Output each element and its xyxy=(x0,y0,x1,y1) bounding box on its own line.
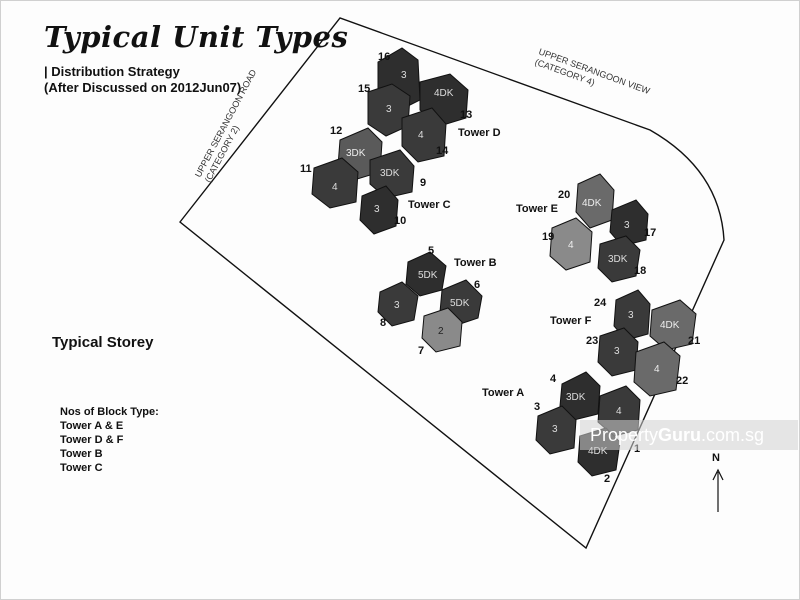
tower-a-unit-3 xyxy=(535,405,577,455)
block-number-9: 9 xyxy=(420,177,426,189)
legend-row-c: Tower C xyxy=(60,462,103,474)
unit-type-f21: 4DK xyxy=(660,320,680,331)
legend-row-b: Tower B xyxy=(60,448,103,460)
subtitle-line-1: | Distribution Strategy xyxy=(44,64,180,79)
tower-d-block xyxy=(367,47,469,163)
unit-type-c12: 3DK xyxy=(346,148,366,159)
unit-type-b7: 2 xyxy=(438,326,444,337)
tower-e-block xyxy=(549,173,649,283)
block-number-10: 10 xyxy=(394,215,406,227)
block-number-8: 8 xyxy=(380,317,386,329)
tower-e-unit-18 xyxy=(597,235,641,283)
tower-b-block xyxy=(377,251,483,353)
tower-c-unit-9 xyxy=(369,149,415,199)
unit-type-c10: 3 xyxy=(374,204,380,215)
legend-heading: Nos of Block Type: xyxy=(60,406,159,418)
unit-type-c9: 3DK xyxy=(380,168,400,179)
tower-c-unit-10 xyxy=(359,185,399,235)
unit-type-e19: 4 xyxy=(568,240,574,251)
tower-c-block xyxy=(311,127,415,235)
block-number-14: 14 xyxy=(436,145,449,157)
unit-type-f22: 4 xyxy=(654,364,660,375)
block-number-7: 7 xyxy=(418,345,424,357)
block-number-22: 22 xyxy=(676,375,688,387)
watermark-part-3: .com.sg xyxy=(701,425,765,445)
block-number-5: 5 xyxy=(428,245,434,257)
block-number-24: 24 xyxy=(594,297,607,309)
block-number-18: 18 xyxy=(634,265,646,277)
block-number-16: 16 xyxy=(378,51,390,63)
tower-e-label: Tower E xyxy=(516,203,558,215)
unit-type-d14: 4 xyxy=(418,130,424,141)
unit-type-f23: 3 xyxy=(614,346,620,357)
tower-f-unit-21 xyxy=(649,299,697,351)
unit-type-d13: 4DK xyxy=(434,88,454,99)
legend-row-d-f: Tower D & F xyxy=(60,434,124,446)
unit-type-b5: 5DK xyxy=(418,270,438,281)
block-number-17: 17 xyxy=(644,227,656,239)
propertyguru-watermark: PropertyGuru.com.sg xyxy=(580,420,798,450)
tower-f-label: Tower F xyxy=(550,315,592,327)
block-number-2: 2 xyxy=(604,473,610,485)
unit-type-c11: 4 xyxy=(332,182,338,193)
tower-e-unit-17 xyxy=(609,199,649,247)
unit-type-f24: 3 xyxy=(628,310,634,321)
unit-type-b8: 3 xyxy=(394,300,400,311)
subtitle-line-2: (After Discussed on 2012Jun07) xyxy=(44,80,242,95)
tower-b-unit-8 xyxy=(377,281,419,327)
typical-storey-label: Typical Storey xyxy=(52,334,154,351)
unit-type-e17: 3 xyxy=(624,220,630,231)
block-number-3: 3 xyxy=(534,401,540,413)
watermark-part-1: Property xyxy=(590,425,659,445)
unit-type-d16: 3 xyxy=(401,70,407,81)
unit-type-e20: 4DK xyxy=(582,198,602,209)
block-number-6: 6 xyxy=(474,279,480,291)
tower-f-unit-24 xyxy=(613,289,651,341)
tower-d-unit-14 xyxy=(401,107,447,163)
unit-type-e18: 3DK xyxy=(608,254,628,265)
block-number-4: 4 xyxy=(550,373,557,385)
tower-a-unit-4 xyxy=(559,371,601,421)
legend-row-a-e: Tower A & E xyxy=(60,420,124,432)
site-boundary xyxy=(179,17,725,550)
unit-type-b6: 5DK xyxy=(450,298,470,309)
unit-type-a3: 3 xyxy=(552,424,558,435)
unit-type-d15: 3 xyxy=(386,104,392,115)
tower-c-label: Tower C xyxy=(408,199,451,211)
block-number-11: 11 xyxy=(300,163,312,175)
block-number-12: 12 xyxy=(330,125,342,137)
tower-a-label: Tower A xyxy=(482,387,524,399)
page-title: Typical Unit Types xyxy=(44,20,349,54)
block-number-13: 13 xyxy=(460,109,472,121)
unit-type-a2: 4DK xyxy=(588,446,608,457)
tower-d-label: Tower D xyxy=(458,127,501,139)
block-number-20: 20 xyxy=(558,189,570,201)
north-arrow-head xyxy=(712,468,724,481)
block-number-21: 21 xyxy=(688,335,700,347)
unit-type-a1: 4 xyxy=(616,406,622,417)
tower-f-block xyxy=(597,289,697,397)
block-number-23: 23 xyxy=(586,335,598,347)
tower-b-label: Tower B xyxy=(454,257,497,269)
watermark-part-2: Guru xyxy=(658,425,702,445)
tower-e-unit-19 xyxy=(549,217,593,271)
tower-c-unit-11 xyxy=(311,157,359,209)
unit-type-a4: 3DK xyxy=(566,392,586,403)
north-label: N xyxy=(712,452,720,464)
tower-b-unit-7 xyxy=(421,307,463,353)
block-number-19: 19 xyxy=(542,231,554,243)
tower-f-unit-22 xyxy=(633,341,681,397)
road-label-left: UPPER SERANGOON ROAD xyxy=(193,67,259,179)
block-number-15: 15 xyxy=(358,83,370,95)
